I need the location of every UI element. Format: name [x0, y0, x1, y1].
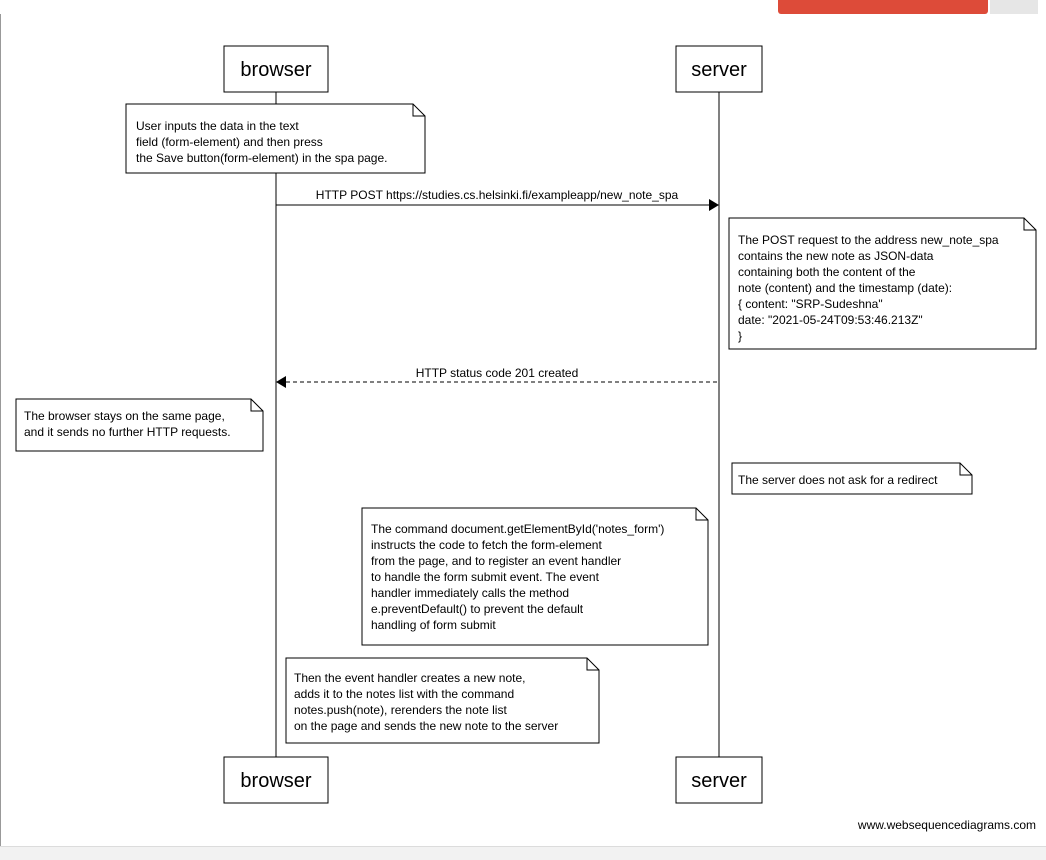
frame-bottom-bar [0, 846, 1046, 860]
note-no-redirect: The server does not ask for a redirect [731, 462, 973, 495]
note-event-handler: Then the event handler creates a new not… [285, 657, 600, 744]
top-secondary-button[interactable] [990, 0, 1038, 14]
top-action-button[interactable] [778, 0, 988, 14]
message-status: HTTP status code 201 created [276, 366, 719, 388]
actor-browser-bottom-label: browser [240, 770, 311, 792]
note-post-request: The POST request to the address new_note… [728, 217, 1037, 350]
actor-browser-top-label: browser [240, 59, 311, 81]
note-post-request-text: The POST request to the address new_note… [738, 233, 1002, 343]
note-no-redirect-text: The server does not ask for a redirect [738, 473, 938, 487]
message-post: HTTP POST https://studies.cs.helsinki.fi… [276, 188, 719, 211]
note-user-input: User inputs the data in the text field (… [125, 103, 426, 174]
actor-server-bottom: server [675, 756, 763, 804]
note-browser-stays: The browser stays on the same page, and … [15, 398, 264, 452]
note-browser-stays-text: The browser stays on the same page, and … [24, 409, 231, 439]
actor-browser-top: browser [223, 45, 329, 93]
note-get-element-text: The command document.getElementById('not… [371, 522, 668, 632]
watermark: www.websequencediagrams.com [857, 818, 1036, 832]
actor-server-bottom-label: server [691, 770, 747, 792]
note-event-handler-text: Then the event handler creates a new not… [294, 671, 558, 733]
message-status-label: HTTP status code 201 created [416, 366, 579, 380]
frame-left-border [0, 14, 1, 852]
message-post-label: HTTP POST https://studies.cs.helsinki.fi… [316, 188, 679, 202]
actor-server-top: server [675, 45, 763, 93]
note-user-input-text: User inputs the data in the text field (… [136, 119, 387, 165]
note-get-element: The command document.getElementById('not… [361, 507, 709, 646]
actor-server-top-label: server [691, 59, 747, 81]
actor-browser-bottom: browser [223, 756, 329, 804]
